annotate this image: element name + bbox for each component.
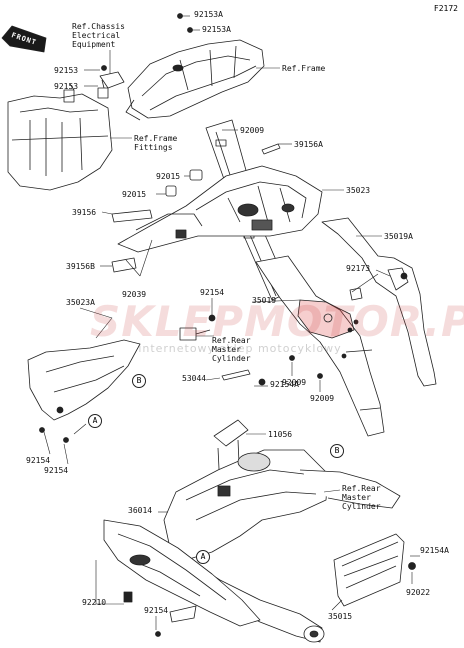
part-53044-bolt (221, 369, 266, 386)
part-label: 92039 (122, 290, 147, 299)
reference-label: Ref.Rear Master Cylinder (212, 336, 251, 363)
part-label: 35019 (252, 296, 277, 305)
reference-label: Ref.Rear Master Cylinder (342, 484, 381, 511)
part-label: 92009 (310, 394, 335, 403)
part-label: 11056 (268, 430, 293, 439)
part-label: 92153A (202, 25, 231, 34)
diagram-id: F2172 (433, 4, 458, 13)
part-chain-guard-36014 (103, 519, 261, 627)
callout-a: A (196, 550, 210, 564)
reference-label: Ref.Chassis Electrical Equipment (72, 22, 125, 49)
part-top-cover (125, 39, 265, 121)
part-label: 92009 (282, 378, 307, 387)
part-label: 92015 (122, 190, 147, 199)
callout-b: B (330, 444, 344, 458)
part-rear-fender-35023 (117, 165, 323, 253)
part-label: 39156B (66, 262, 95, 271)
callout-b: B (132, 374, 146, 388)
part-label: 35015 (328, 612, 353, 621)
part-label: 39156A (294, 140, 323, 149)
part-cover-35015 (333, 533, 416, 607)
part-label: 92009 (240, 126, 265, 135)
part-label: 92153 (54, 82, 79, 91)
part-label: 92154A (270, 380, 299, 389)
reference-label: Ref.Frame (282, 64, 326, 73)
part-label: 35019A (384, 232, 413, 241)
part-side-cover-35023A (27, 339, 141, 443)
part-rear-fender-35019 (255, 255, 385, 437)
part-swingarm (163, 449, 401, 643)
part-frame-fittings-bracket (7, 73, 113, 191)
part-label: 92154 (44, 466, 69, 475)
part-label: 35023A (66, 298, 95, 307)
part-mc-bracket (179, 314, 216, 341)
part-electrical-plate (99, 65, 125, 89)
callout-a: A (88, 414, 102, 428)
leader-lines (43, 15, 420, 630)
part-label: 92154 (144, 606, 169, 615)
part-label: 92210 (82, 598, 107, 607)
part-label: 36014 (128, 506, 153, 515)
part-label: 92015 (156, 172, 181, 181)
part-label: 92153 (54, 66, 79, 75)
part-label: 53044 (182, 374, 207, 383)
part-label: 92173 (346, 264, 371, 273)
part-small-pads (111, 143, 281, 273)
part-label: 92154 (26, 456, 51, 465)
part-label: 92022 (406, 588, 431, 597)
part-label: 92153A (194, 10, 223, 19)
front-direction-arrow (1, 25, 47, 53)
part-label: 35023 (346, 186, 371, 195)
part-label: 92154A (420, 546, 449, 555)
part-label: 92154 (200, 288, 225, 297)
part-label: 39156 (72, 208, 97, 217)
reference-label: Ref.Frame Fittings (134, 134, 178, 152)
